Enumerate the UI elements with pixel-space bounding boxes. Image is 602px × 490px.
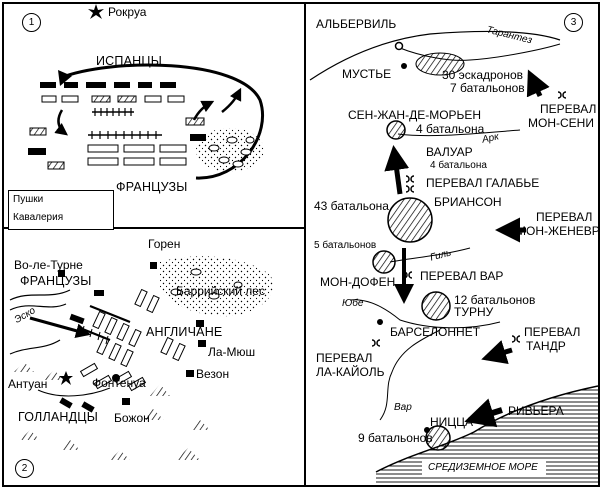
panel-2-fontenoy [9, 256, 274, 460]
antoine-redoubt-icon [59, 371, 73, 385]
label-mediterranean: СРЕДИЗЕМНОЕ МОРЕ [428, 462, 538, 473]
label-moutiers-force-1: 30 эскадронов [442, 68, 524, 82]
force-nice [425, 425, 451, 451]
label-pass-galibier: ПЕРЕВАЛ ГАЛАБЬЕ [426, 176, 540, 190]
label-pass-var: ПЕРЕВАЛ ВАР [420, 269, 504, 283]
tarentaise-river [399, 43, 561, 61]
label-turnu-force: 12 батальонов [454, 293, 536, 307]
label-pass-cayolle-1: ПЕРЕВАЛ [316, 351, 373, 365]
force-mont-dauphin [372, 250, 396, 274]
label-briancon-force: 43 батальона [314, 199, 389, 213]
guil-river [389, 247, 471, 263]
label-moutiers: МУСТЬЕ [342, 67, 392, 81]
legend-guns-label: Пушки [13, 194, 44, 205]
label-albertville: АЛЬБЕРВИЛЬ [316, 17, 397, 31]
label-barry-forest: Баррийский лес [176, 284, 265, 298]
label-english: АНГЛИЧАНЕ [146, 325, 223, 339]
panel-1-rocroi [28, 4, 264, 180]
label-pass-cayolle-2: ЛА-КАЙОЛЬ [316, 365, 385, 379]
label-pass-mont-genevre-1: ПЕРЕВАЛ [536, 210, 593, 224]
label-dutch: ГОЛЛАНДЦЫ [18, 410, 98, 424]
force-moutiers [415, 52, 465, 76]
label-moutiers-force-2: 7 батальонов [450, 81, 525, 95]
legend-cavalry-label: Кавалерия [13, 212, 64, 223]
panel-2-number: 2 [15, 459, 34, 478]
label-nice: НИЦЦА [430, 415, 474, 429]
label-barcelonnette: БАРСЕЛОННЕТ [390, 325, 481, 339]
force-tournoux [421, 291, 451, 321]
label-vo-le-turne: Во-ле-Турне [14, 258, 83, 272]
force-briancon [387, 197, 433, 243]
label-var-river: Вар [394, 402, 412, 413]
ubaye-river [349, 299, 501, 329]
label-vezon: Везон [196, 367, 230, 381]
var-river [379, 329, 441, 421]
panel-1-number: 1 [22, 13, 41, 32]
label-pass-mont-cenis-1: ПЕРЕВАЛ [540, 102, 597, 116]
label-la-mush: Ла-Мюш [208, 345, 256, 359]
label-briancon: БРИАНСОН [434, 195, 502, 209]
label-st-jean: СЕН-ЖАН-ДЕ-МОРЬЕН [348, 108, 482, 122]
label-fontenoy: Фонтенуа [92, 376, 146, 390]
pass-markers [371, 91, 567, 347]
label-french-fontenoy: ФРАНЦУЗЫ [20, 274, 92, 288]
french-formation [28, 117, 206, 170]
arc-river [397, 129, 521, 137]
spanish-formation [40, 82, 185, 116]
label-spaniards: ИСПАНЦЫ [96, 54, 163, 68]
label-riviera: РИВЬЕРА [508, 404, 564, 418]
label-mont-dauphin: МОН-ДОФЕН [320, 275, 396, 289]
label-valloire-force: 4 батальона [430, 160, 487, 171]
legend: Пушки Кавалерия [8, 190, 114, 230]
label-ubaye-river: Юбе [342, 298, 364, 309]
label-valloire: ВАЛУАР [426, 145, 473, 159]
label-pass-tende-2: ТАНДР [526, 339, 566, 353]
rocroi-fortress-icon [88, 4, 104, 19]
panel-3-alps [309, 30, 599, 486]
label-pass-mont-cenis-2: МОН-СЕНИ [528, 116, 594, 130]
label-turnu: ТУРНУ [454, 305, 494, 319]
label-st-jean-force: 4 батальона [416, 122, 485, 136]
label-french-rocroi: ФРАНЦУЗЫ [116, 180, 188, 194]
label-nice-force: 9 батальонов [358, 431, 433, 445]
wood-area [196, 128, 264, 172]
label-pass-mont-genevre-2: МОН-ЖЕНЕВР [516, 224, 600, 238]
barry-wood [160, 256, 274, 317]
label-antoine: Антуан [8, 377, 48, 391]
label-guil-force: 5 батальонов [314, 240, 377, 251]
label-bojon: Божон [114, 411, 150, 425]
panel-3-number: 3 [564, 13, 583, 32]
label-pass-tende-1: ПЕРЕВАЛ [524, 325, 581, 339]
label-rokrua: Рокруа [108, 5, 147, 19]
label-goren: Горен [148, 237, 181, 251]
force-st-jean [386, 120, 406, 140]
